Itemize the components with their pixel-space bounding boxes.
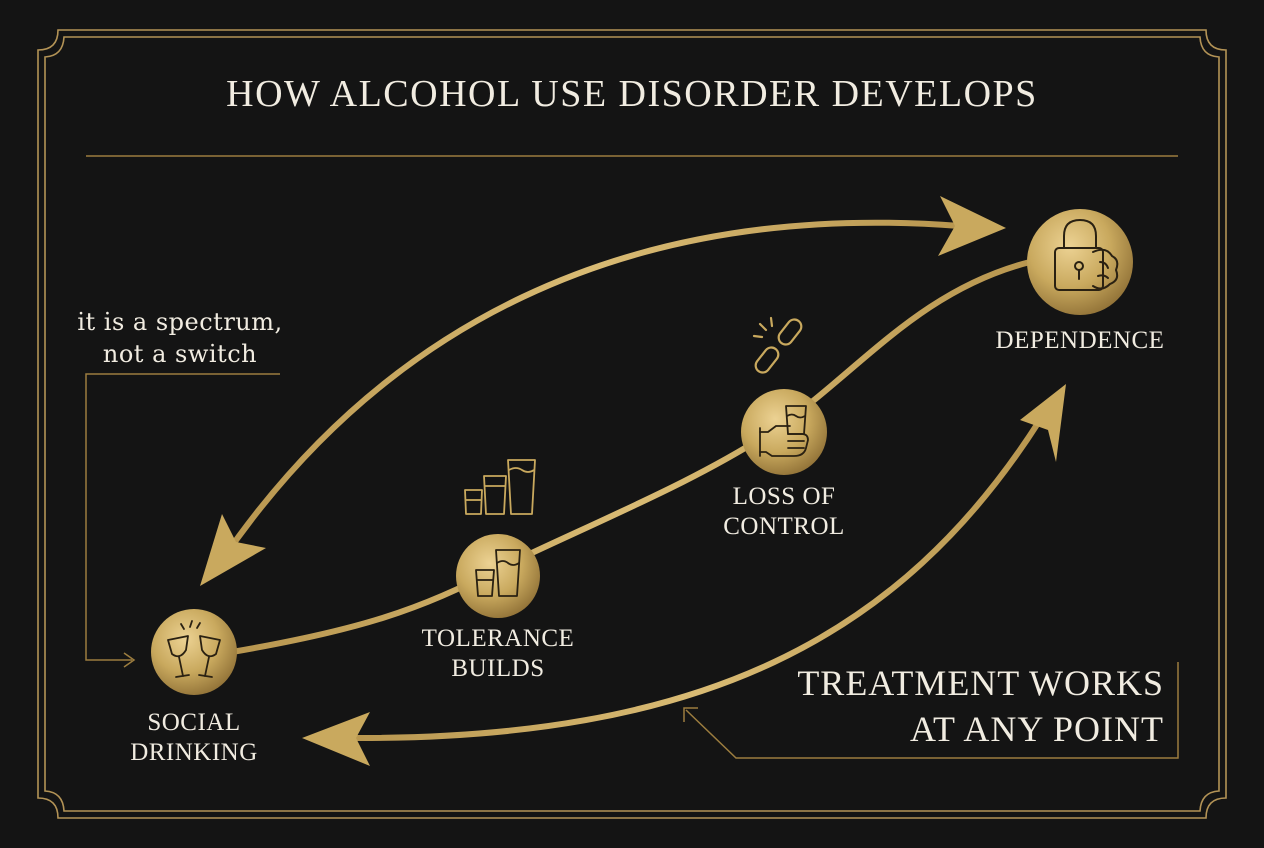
label-tolerance-builds: TOLERANCE BUILDS [398, 624, 598, 684]
label-dependence: DEPENDENCE [980, 326, 1180, 356]
hand-holding-glass-icon [759, 405, 809, 457]
label-social-drinking: SOCIAL DRINKING [114, 708, 274, 768]
growing-glasses-icon [464, 459, 536, 515]
label-line: CONTROL [723, 513, 845, 540]
callout-arrowhead [683, 707, 698, 722]
glasses-icon [475, 549, 521, 597]
note-line: not a switch [102, 340, 258, 368]
node-loss-of-control [741, 389, 827, 475]
note-bracket-line [85, 373, 280, 661]
arc-arrow-bottom [302, 384, 1066, 766]
label-line: DEPENDENCE [995, 327, 1165, 354]
label-line: SOCIAL [147, 709, 241, 736]
decorative-frame [37, 29, 1227, 819]
callout-line: TREATMENT WORKS [797, 663, 1164, 703]
label-line: TOLERANCE [421, 625, 575, 652]
label-line: DRINKING [130, 739, 258, 766]
label-line: LOSS OF [732, 483, 836, 510]
node-tolerance-builds [456, 534, 540, 618]
label-line: BUILDS [451, 655, 545, 682]
clinking-glasses-icon [167, 620, 221, 678]
page-title: HOW ALCOHOL USE DISORDER DEVELOPS [226, 73, 1038, 115]
label-loss-of-control: LOSS OF CONTROL [704, 482, 864, 542]
callout-line: AT ANY POINT [909, 709, 1164, 749]
arc-arrow-top [200, 196, 1006, 586]
node-dependence [1027, 209, 1133, 315]
padlock-brain-icon [1054, 219, 1119, 291]
spectrum-note: it is a spectrum, not a switch [70, 306, 290, 370]
broken-chain-icon [752, 316, 803, 374]
callout-bracket-line [685, 662, 1179, 759]
node-social-drinking [151, 609, 237, 695]
progression-line [229, 259, 1033, 655]
treatment-callout: TREATMENT WORKS AT ANY POINT [760, 660, 1164, 752]
note-line: it is a spectrum, [77, 308, 283, 336]
note-arrowhead [123, 652, 136, 668]
